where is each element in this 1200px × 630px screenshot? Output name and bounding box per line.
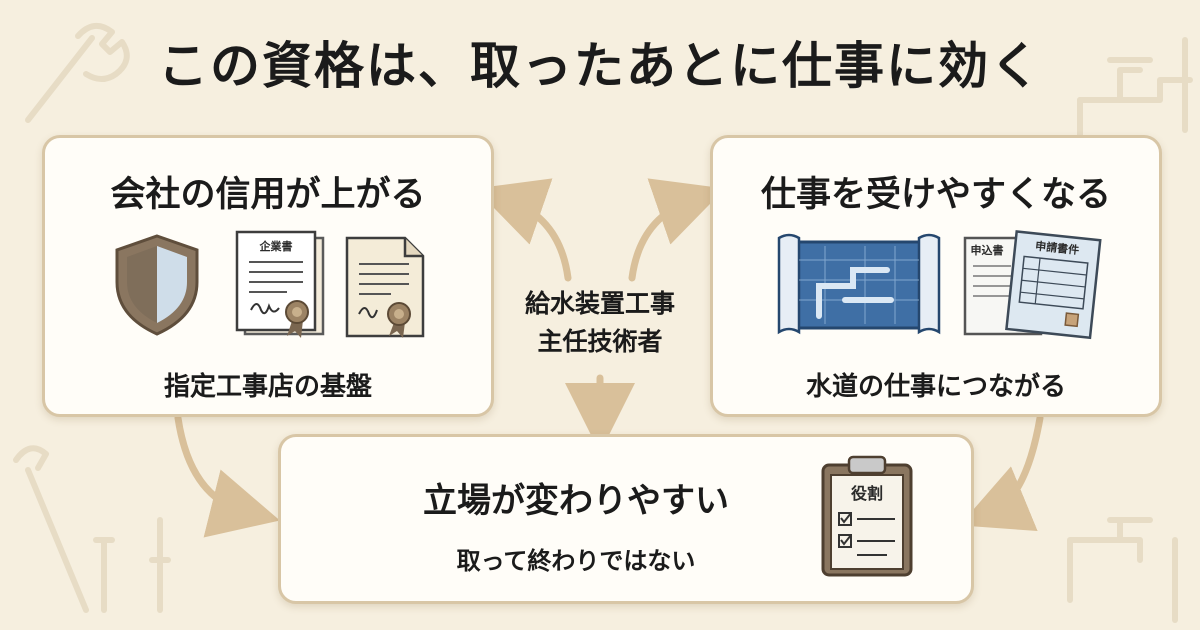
clipboard-label: 役割 (851, 484, 883, 503)
form-label-front: 申請書件 (1035, 239, 1080, 258)
card-easier-to-get-work: 仕事を受けやすくなる 申込書 (710, 135, 1162, 417)
card-heading: 仕事を受けやすくなる (760, 175, 1111, 215)
card-role-change: 立場が変わりやすい 取って終わりではない 役割 (278, 434, 974, 604)
card-caption: 取って終わりではない (456, 547, 696, 575)
qualification-line-1: 給水装置工事 (524, 289, 675, 318)
card-heading: 会社の信用が上がる (110, 175, 426, 215)
qualification-line-2: 主任技術者 (537, 327, 663, 356)
shield-icon (115, 234, 199, 336)
faucet-icon (1077, 37, 1193, 143)
card-company-credibility: 会社の信用が上がる 企業書 (42, 135, 494, 417)
card-heading: 立場が変わりやすい (423, 481, 729, 521)
wrench-icon (25, 23, 130, 123)
clipboard-icon: 役割 (821, 455, 913, 577)
arrow-to-left-card (474, 178, 572, 282)
blueprint-icon (777, 233, 941, 335)
card-caption: 指定工事店の基盤 (163, 372, 372, 402)
form-label-back: 申込書 (971, 243, 1004, 257)
document-label: 企業書 (259, 239, 293, 253)
card-caption: 水道の仕事につながる (805, 372, 1066, 402)
page-title: この資格は、取ったあとに仕事に効く (158, 37, 1042, 95)
arrow-left-to-bottom (174, 414, 280, 538)
arrow-right-to-bottom (959, 414, 1044, 531)
qualification-label: 給水装置工事 主任技術者 (496, 285, 704, 361)
application-form-icon: 申込書 申請書件 (963, 230, 1102, 340)
screwdriver-icon (13, 445, 171, 613)
certificate-document-icon (345, 236, 425, 338)
faucet-icon (1067, 517, 1178, 623)
certificate-document-icon: 企業書 (235, 230, 325, 338)
arrow-to-right-card (628, 178, 726, 282)
